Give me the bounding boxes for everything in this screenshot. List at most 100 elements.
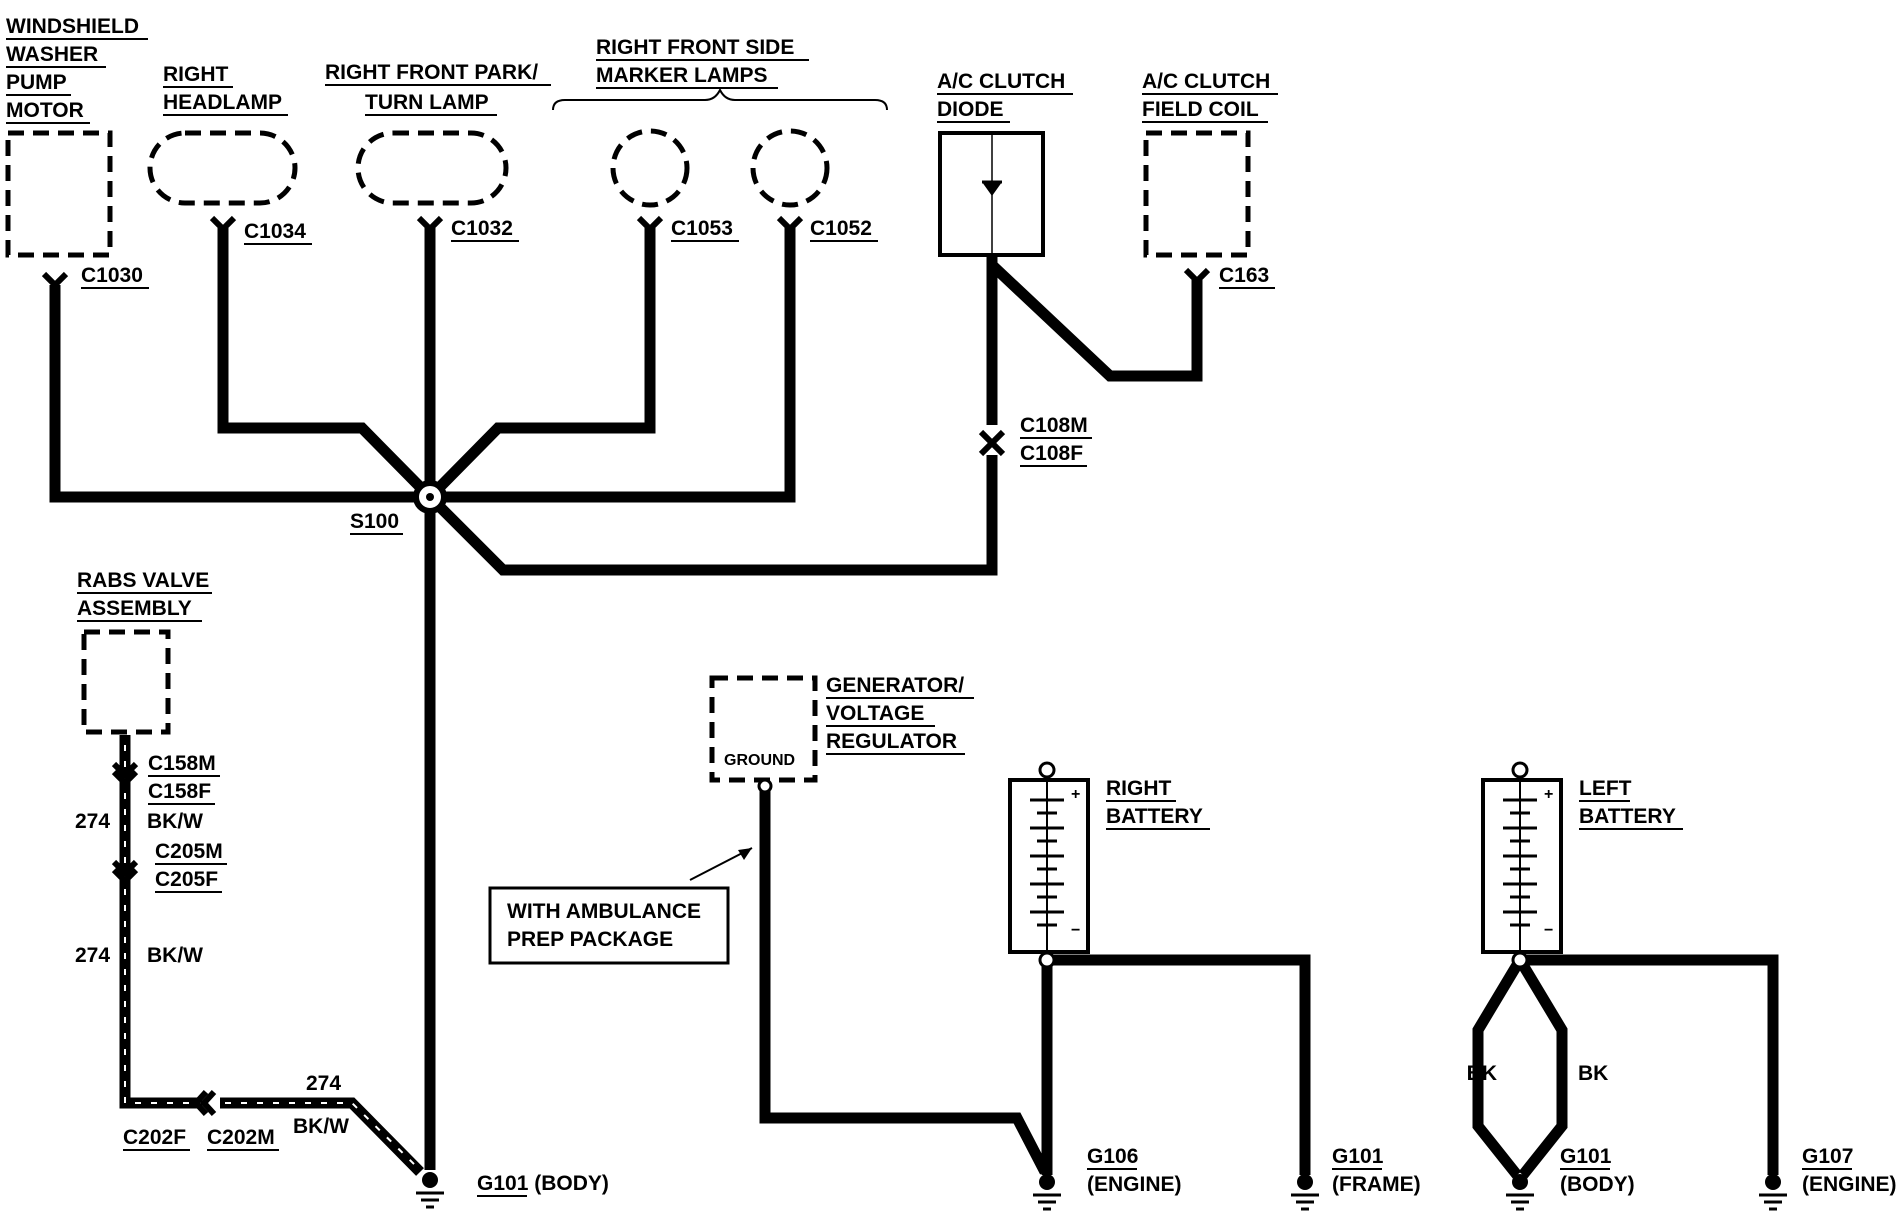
connector-c205-symbol: [111, 859, 139, 878]
wire-labels: 274 BK/W 274 BK/W 274 BK/W BK BK: [75, 810, 1608, 1138]
wire-left-battery-bk-2: [1515, 957, 1568, 1179]
label-c202f: C202F: [123, 1126, 186, 1149]
label-c158f: C158F: [148, 780, 211, 803]
splice-center: [426, 493, 434, 501]
rabs-label-2: ASSEMBLY: [77, 597, 192, 620]
wire-bk-label-1: BK: [1467, 1062, 1497, 1085]
label-g101-frame-1: G101: [1332, 1145, 1384, 1168]
wire-right-headlamp: [217, 228, 434, 501]
wire-bkw-label-1: BK/W: [147, 810, 203, 833]
washer-pump-label-3: PUMP: [6, 71, 67, 94]
wire-generator-ground: [759, 785, 1050, 1175]
label-c202m: C202M: [207, 1126, 275, 1149]
connector-c1030-symbol: [41, 271, 69, 290]
rabs-valve-assembly-box: [81, 629, 171, 735]
diode-icon: [982, 133, 1002, 255]
right-headlamp-shape: [147, 130, 298, 206]
label-g101-body2-1: G101: [1560, 1145, 1612, 1168]
ground-icon-g101-body-left-battery: [1506, 1174, 1534, 1211]
connector-c202-symbol: [191, 1089, 209, 1117]
label-c205f: C205F: [155, 868, 218, 891]
wire-diode-to-field-coil: [988, 260, 1203, 382]
wire-left-battery-bk-1: [1472, 957, 1525, 1179]
side-marker-label-1: RIGHT FRONT SIDE: [596, 36, 794, 59]
generator-label-2: VOLTAGE: [826, 702, 924, 725]
wire-274-label-2: 274: [75, 944, 110, 967]
ac-field-coil-label-2: FIELD COIL: [1142, 98, 1259, 121]
label-c108f: C108F: [1020, 442, 1083, 465]
connector-labels: C1030 C1034 C1032 C1053 C1052 C163 C108M…: [81, 217, 1269, 1149]
generator-label-3: REGULATOR: [826, 730, 957, 753]
ground-icon-g107: [1759, 1174, 1787, 1211]
label-c1053: C1053: [671, 217, 733, 240]
left-battery-icon: [1481, 761, 1563, 969]
connector-c163-symbol: [1183, 267, 1211, 286]
right-battery-label-1: RIGHT: [1106, 777, 1172, 800]
wire-splice-to-c108: [426, 455, 998, 576]
ground-icon-g106: [1033, 1174, 1061, 1211]
label-c163: C163: [1219, 264, 1269, 287]
label-c1032: C1032: [451, 217, 513, 240]
label-c1030: C1030: [81, 264, 143, 287]
label-c158m: C158M: [148, 752, 216, 775]
side-marker-label-2: MARKER LAMPS: [596, 64, 768, 87]
connector-c1052-symbol: [776, 215, 804, 234]
side-marker-lamp-1: [610, 128, 690, 208]
right-battery-minus: −: [1071, 922, 1080, 939]
connector-c1034-symbol: [209, 215, 237, 234]
connector-symbols: [41, 215, 1211, 1117]
wire-marker-c1052: [430, 228, 796, 503]
washer-pump-label-1: WINDSHIELD: [6, 15, 139, 38]
ac-diode-label-1: A/C CLUTCH: [937, 70, 1065, 93]
park-turn-label-1: RIGHT FRONT PARK/: [325, 61, 538, 84]
label-s100: S100: [350, 510, 399, 533]
washer-pump-label-4: MOTOR: [6, 99, 84, 122]
label-c108m: C108M: [1020, 414, 1088, 437]
left-battery-minus: −: [1544, 922, 1553, 939]
right-battery-plus: +: [1071, 786, 1080, 803]
label-g107-2: (ENGINE): [1802, 1173, 1897, 1196]
washer-pump-motor-box: [5, 130, 113, 258]
wire-bkw-label-2: BK/W: [147, 944, 203, 967]
ground-symbols: [416, 1172, 1787, 1211]
left-battery-label-1: LEFT: [1579, 777, 1632, 800]
label-c1052: C1052: [810, 217, 872, 240]
component-labels: WINDSHIELD WASHER PUMP MOTOR RIGHT HEADL…: [6, 15, 1676, 828]
note-label-2: PREP PACKAGE: [507, 928, 673, 951]
wire-c202-to-g101: [220, 1097, 424, 1176]
ambulance-note-box: [488, 886, 730, 965]
generator-voltage-regulator-box: [709, 675, 818, 783]
label-c205m: C205M: [155, 840, 223, 863]
connector-c1053-symbol: [636, 215, 664, 234]
note-arrow-icon: [738, 848, 752, 860]
right-headlamp-label-1: RIGHT: [163, 63, 229, 86]
ac-clutch-field-coil-box: [1143, 130, 1251, 258]
wire-bk-label-2: BK: [1578, 1062, 1608, 1085]
label-g101-frame-2: (FRAME): [1332, 1173, 1421, 1196]
generator-ground-terminal: [757, 778, 773, 794]
rabs-label-1: RABS VALVE: [77, 569, 209, 592]
ac-field-coil-label-1: A/C CLUTCH: [1142, 70, 1270, 93]
left-battery-plus: +: [1544, 786, 1553, 803]
generator-label-1: GENERATOR/: [826, 674, 964, 697]
label-g107-1: G107: [1802, 1145, 1853, 1168]
right-headlamp-label-2: HEADLAMP: [163, 91, 282, 114]
connector-c158-symbol: [111, 761, 139, 780]
label-g101-body: G101 (BODY): [477, 1172, 609, 1195]
ground-icon-g101-body: [416, 1172, 444, 1209]
label-g101-body2-2: (BODY): [1560, 1173, 1635, 1196]
note-label-1: WITH AMBULANCE: [507, 900, 701, 923]
connector-c108f-symbol: [978, 438, 1006, 457]
label-g106-1: G106: [1087, 1145, 1138, 1168]
side-marker-lamp-2: [750, 128, 830, 208]
ac-diode-label-2: DIODE: [937, 98, 1004, 121]
wire-bkw-label-3: BK/W: [293, 1115, 349, 1138]
wire-marker-c1053: [426, 228, 656, 501]
park-turn-label-2: TURN LAMP: [365, 91, 489, 114]
wire-274-label-3: 274: [306, 1072, 341, 1095]
wire-right-battery-g101-frame: [1047, 954, 1311, 1175]
right-battery-label-2: BATTERY: [1106, 805, 1203, 828]
right-battery-icon: [1008, 761, 1090, 969]
washer-pump-label-2: WASHER: [6, 43, 98, 66]
